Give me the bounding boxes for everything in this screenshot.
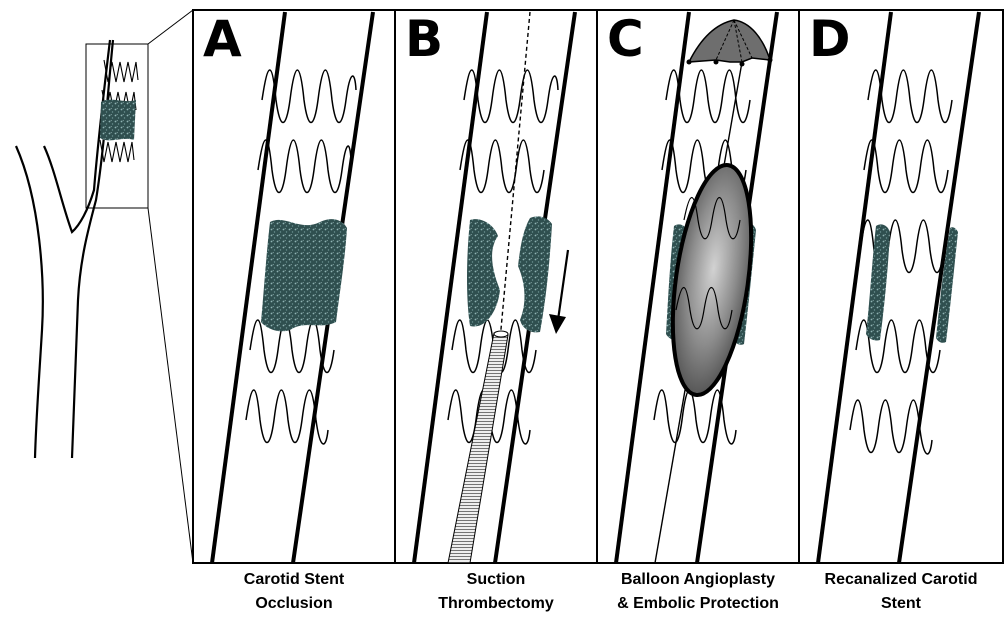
zoom-line-top xyxy=(148,10,193,44)
panel-a: A xyxy=(203,10,373,563)
caption-d-line2: Stent xyxy=(801,592,1001,616)
panel-letter-b: B xyxy=(405,10,443,68)
flow-arrow-shaft xyxy=(558,250,568,320)
caption-c-line1: Balloon Angioplasty xyxy=(598,568,798,592)
artery-wall-left xyxy=(16,146,43,458)
caption-b-line2: Thrombectomy xyxy=(396,592,596,616)
embolic-protection-umbrella xyxy=(689,20,770,62)
flow-arrow-head xyxy=(549,314,566,334)
caption-d: Recanalized Carotid Stent xyxy=(801,568,1001,616)
clot-left xyxy=(467,219,500,326)
zoom-line-bottom xyxy=(148,208,193,563)
caption-a-line2: Occlusion xyxy=(194,592,394,616)
vessel-wall-right xyxy=(899,12,979,563)
catheter-tip xyxy=(494,331,508,337)
caption-d-line1: Recanalized Carotid xyxy=(801,568,1001,592)
clot xyxy=(261,219,347,331)
panel-b: B xyxy=(405,10,575,563)
overview-artery xyxy=(16,40,113,458)
caption-a-line1: Carotid Stent xyxy=(194,568,394,592)
panel-letter-c: C xyxy=(607,10,644,68)
panel-letter-d: D xyxy=(809,10,851,68)
stent-struts xyxy=(850,70,952,454)
residual-clot-left xyxy=(866,224,890,340)
caption-c-line2: & Embolic Protection xyxy=(598,592,798,616)
clot-right xyxy=(518,216,552,332)
caption-a: Carotid Stent Occlusion xyxy=(194,568,394,616)
overview-clot xyxy=(100,100,136,141)
panel-letter-a: A xyxy=(203,10,242,68)
panel-d: D xyxy=(809,10,979,563)
caption-c: Balloon Angioplasty & Embolic Protection xyxy=(598,568,798,616)
panel-c: C xyxy=(607,10,777,563)
caption-b-line1: Suction xyxy=(396,568,596,592)
caption-b: Suction Thrombectomy xyxy=(396,568,596,616)
angioplasty-balloon xyxy=(660,160,764,400)
